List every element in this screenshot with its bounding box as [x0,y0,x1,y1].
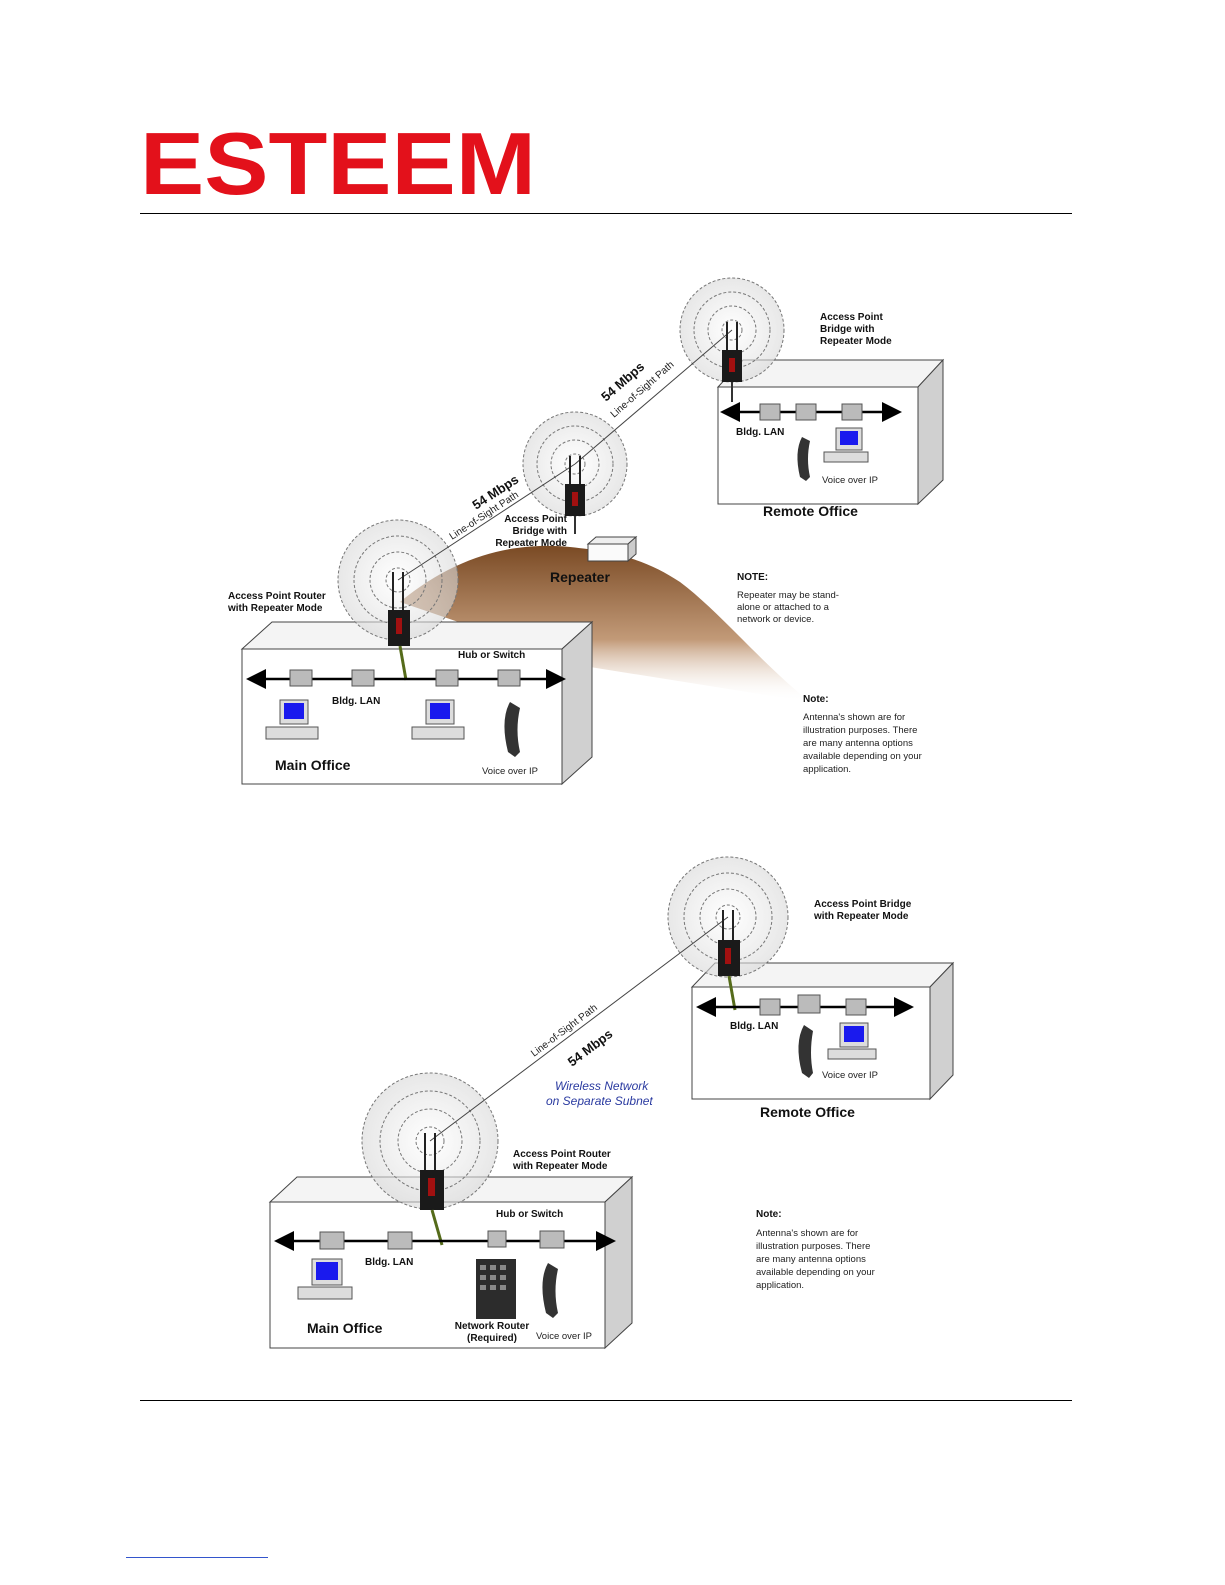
main-lan-label: Bldg. LAN [365,1257,413,1268]
main-voip-label: Voice over IP [482,766,538,777]
diagram2-remote_radio_label-1: with Repeater Mode [813,911,909,922]
link-line [429,916,729,1142]
diagram1-remote_radio_label-0: Access Point [820,312,883,323]
main-lan-jack-3 [487,1230,507,1248]
remote-radio-label: Access Point Bridge with Repeater Mode [813,899,912,922]
remote-voip-label: Voice over IP [822,1070,878,1081]
diagram2-remote_radio_label-0: Access Point Bridge [814,899,912,910]
main-lan-label: Bldg. LAN [332,696,380,707]
diagram1-note2_lines-1: illustration purposes. There [803,725,917,736]
repeater-box [586,535,638,563]
note2: Note: Antenna's shown are for illustrati… [803,694,922,775]
main-lan-jack-2 [387,1231,413,1250]
remote-lan-jack-2 [797,994,821,1014]
remote-phone-icon [797,437,810,481]
diagram2-router-0: Network Router [455,1321,530,1332]
main-phone-icon [504,702,520,757]
remote-lan-jack-2 [795,403,817,421]
main-computer-icon [297,1258,353,1300]
radio-remote-icon [718,910,740,1011]
diagram1-note2_lines-2: are many antenna options [803,738,913,749]
main-lan-jack-1 [319,1231,345,1250]
diagram1-remote_radio_label-1: Bridge with [820,324,874,335]
diagram1-note1_lines-1: alone or attached to a [737,602,830,613]
router-network-diagram: Access Point Bridge with Repeater Mode L… [268,856,955,1350]
subnet-label: Wireless Network on Separate Subnet [546,1079,653,1108]
note1: NOTE: Repeater may be stand- alone or at… [737,572,839,625]
logo-text: ESTEEM [140,128,536,200]
main-voip-label: Voice over IP [536,1331,592,1342]
header-rule [140,213,1072,214]
main-lan-jack-2 [351,669,375,687]
remote-voip-label: Voice over IP [822,475,878,486]
remote-lan-label: Bldg. LAN [730,1021,778,1032]
main-office-label: Main Office [275,757,351,773]
diagram1-note2_lines-4: application. [803,764,851,775]
main-radio-label: Access Point Router with Repeater Mode [227,591,326,614]
diagram2-router-1: (Required) [467,1333,517,1344]
diagram1-note2_lines-0: Antenna's shown are for [803,712,905,723]
diagram2-subnet-0: Wireless Network [555,1079,649,1093]
remote-computer-icon [827,1022,877,1060]
main-lan-jack-1 [289,669,313,687]
hub-label: Hub or Switch [458,650,525,661]
link-speed: 54 Mbps [565,1026,616,1069]
footer-link-underline[interactable] [126,1557,268,1558]
remote-lan-jack-3 [841,403,863,421]
radio-repeater-icon [565,456,585,534]
remote-phone-icon [798,1025,813,1078]
diagram2-subnet-1: on Separate Subnet [546,1094,653,1108]
router-label: Network Router (Required) [455,1321,530,1344]
diagram2-note_lines-4: application. [756,1280,804,1291]
remote-office-label: Remote Office [763,503,858,519]
diagram1-note1_title: NOTE: [737,572,768,583]
remote-office-label: Remote Office [760,1104,855,1120]
main-computer-icon-1 [265,699,319,740]
main-radio-label: Access Point Router with Repeater Mode [512,1149,611,1172]
diagram2-main_radio_label-0: Access Point Router [513,1149,611,1160]
remote-radio-label: Access Point Bridge with Repeater Mode [820,312,892,347]
hill [400,545,810,702]
diagram2-note_title: Note: [756,1209,782,1220]
diagram1-note2_title: Note: [803,694,829,705]
remote-lan-label: Bldg. LAN [736,427,784,438]
diagram2-note_lines-3: available depending on your [756,1267,875,1278]
remote-computer-icon [823,427,869,463]
diagram1-main_radio_label-0: Access Point Router [228,591,326,602]
diagram1-repeater_radio_label-2: Repeater Mode [495,538,567,549]
diagram1-note1_lines-0: Repeater may be stand- [737,590,839,601]
main-office-label: Main Office [307,1320,383,1336]
diagram2-note_lines-0: Antenna's shown are for [756,1228,858,1239]
repeater-network-diagram: Access Point Bridge with Repeater Mode A… [227,277,945,786]
repeater-label: Repeater [550,569,610,585]
main-lan-jack-3 [435,669,459,687]
main-computer-icon-2 [411,699,465,740]
diagram1-repeater_radio_label-1: Bridge with [513,526,567,537]
footer-rule [140,1400,1072,1401]
remote-lan-jack-3 [845,998,867,1016]
remote-lan-jack-1 [759,998,781,1016]
diagram2-note_lines-1: illustration purposes. There [756,1241,870,1252]
link-line-1 [397,463,576,581]
diagram2-note_lines-2: are many antenna options [756,1254,866,1265]
main-phone-icon [542,1263,558,1318]
network-router-icon [476,1259,516,1319]
note: Note: Antenna's shown are for illustrati… [756,1209,875,1291]
radio-remote-icon [722,322,742,402]
diagram1-remote_radio_label-2: Repeater Mode [820,336,892,347]
diagram1-note1_lines-2: network or device. [737,614,814,625]
repeater-radio-label: Access Point Bridge with Repeater Mode [495,514,567,549]
hub-label: Hub or Switch [496,1209,563,1220]
main-lan-jack-4 [497,669,521,687]
remote-lan-jack-1 [759,403,781,421]
diagram2-main_radio_label-1: with Repeater Mode [512,1161,608,1172]
radio-main-icon [388,572,410,681]
link-line-2 [574,329,733,465]
main-lan-jack-4 [539,1230,565,1249]
diagram1-main_radio_label-1: with Repeater Mode [227,603,323,614]
diagram1-note2_lines-3: available depending on your [803,751,922,762]
esteem-logo: ESTEEM [140,128,536,200]
diagram1-repeater_radio_label-0: Access Point [504,514,567,525]
